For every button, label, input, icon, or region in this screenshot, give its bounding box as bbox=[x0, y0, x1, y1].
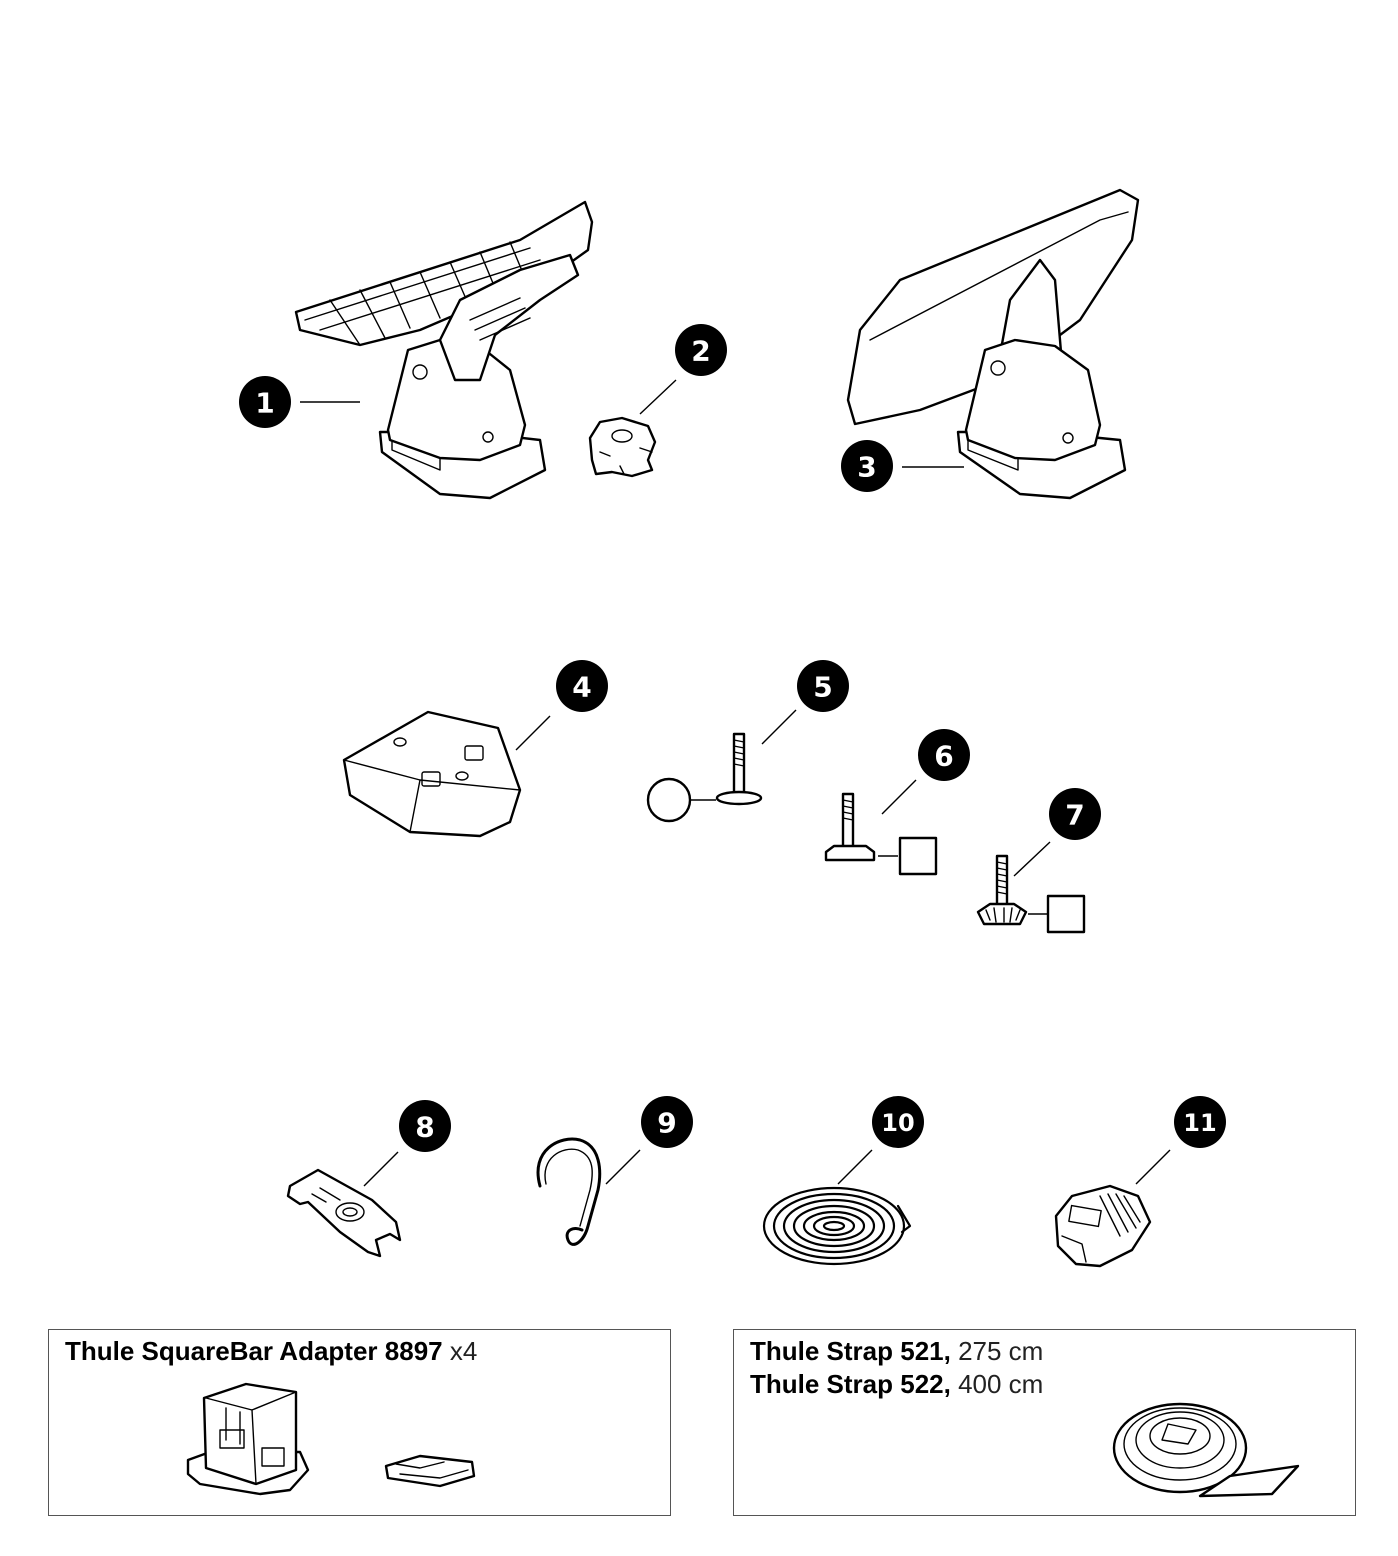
callout-3: 3 bbox=[841, 440, 893, 492]
svg-text:6: 6 bbox=[934, 740, 953, 773]
strap-521-line: Thule Strap 521, 275 cm bbox=[750, 1336, 1043, 1367]
part-1-cradle bbox=[294, 200, 594, 500]
strap-521-name: Thule Strap 521, bbox=[750, 1336, 951, 1366]
svg-text:7: 7 bbox=[1065, 799, 1084, 832]
callout-6: 6 bbox=[918, 729, 970, 781]
adapter-box: Thule SquareBar Adapter 8897 x4 bbox=[48, 1329, 671, 1516]
callout-2: 2 bbox=[675, 324, 727, 376]
svg-text:4: 4 bbox=[572, 671, 591, 704]
part-5-bolt-round bbox=[646, 732, 763, 823]
callout-11: 11 bbox=[1174, 1096, 1226, 1148]
adapter-quantity: x4 bbox=[449, 1336, 478, 1366]
strap-522-line: Thule Strap 522, 400 cm bbox=[750, 1369, 1043, 1400]
svg-text:5: 5 bbox=[813, 671, 832, 704]
svg-text:10: 10 bbox=[881, 1109, 914, 1137]
part-10-coil bbox=[762, 1186, 912, 1266]
callout-8: 8 bbox=[399, 1100, 451, 1152]
strap-box: Thule Strap 521, 275 cm Thule Strap 522,… bbox=[733, 1329, 1356, 1516]
adapter-product-name: Thule SquareBar Adapter 8897 bbox=[65, 1336, 443, 1366]
svg-text:8: 8 bbox=[415, 1111, 434, 1144]
strap-522-length: 400 cm bbox=[958, 1369, 1044, 1399]
callout-1: 1 bbox=[239, 376, 291, 428]
part-8-tool bbox=[286, 1168, 402, 1258]
svg-text:9: 9 bbox=[657, 1107, 676, 1140]
adapter-title: Thule SquareBar Adapter 8897 x4 bbox=[65, 1336, 477, 1367]
part-3-saddle bbox=[846, 188, 1140, 500]
part-2-knob bbox=[588, 416, 657, 478]
part-4-base-pad bbox=[342, 710, 522, 838]
part-9-hook bbox=[536, 1137, 602, 1246]
callout-9: 9 bbox=[641, 1096, 693, 1148]
part-11-buckle bbox=[1054, 1184, 1152, 1268]
svg-text:1: 1 bbox=[255, 387, 274, 420]
callout-5: 5 bbox=[797, 660, 849, 712]
svg-text:3: 3 bbox=[857, 451, 876, 484]
strap-521-length: 275 cm bbox=[958, 1336, 1044, 1366]
callout-10: 10 bbox=[872, 1096, 924, 1148]
svg-text:2: 2 bbox=[691, 335, 710, 368]
strap-522-name: Thule Strap 522, bbox=[750, 1369, 951, 1399]
callout-4: 4 bbox=[556, 660, 608, 712]
svg-text:11: 11 bbox=[1183, 1109, 1216, 1137]
callout-7: 7 bbox=[1049, 788, 1101, 840]
part-6-tbolt-square bbox=[824, 792, 938, 876]
part-7-bolt-washer bbox=[976, 854, 1086, 934]
